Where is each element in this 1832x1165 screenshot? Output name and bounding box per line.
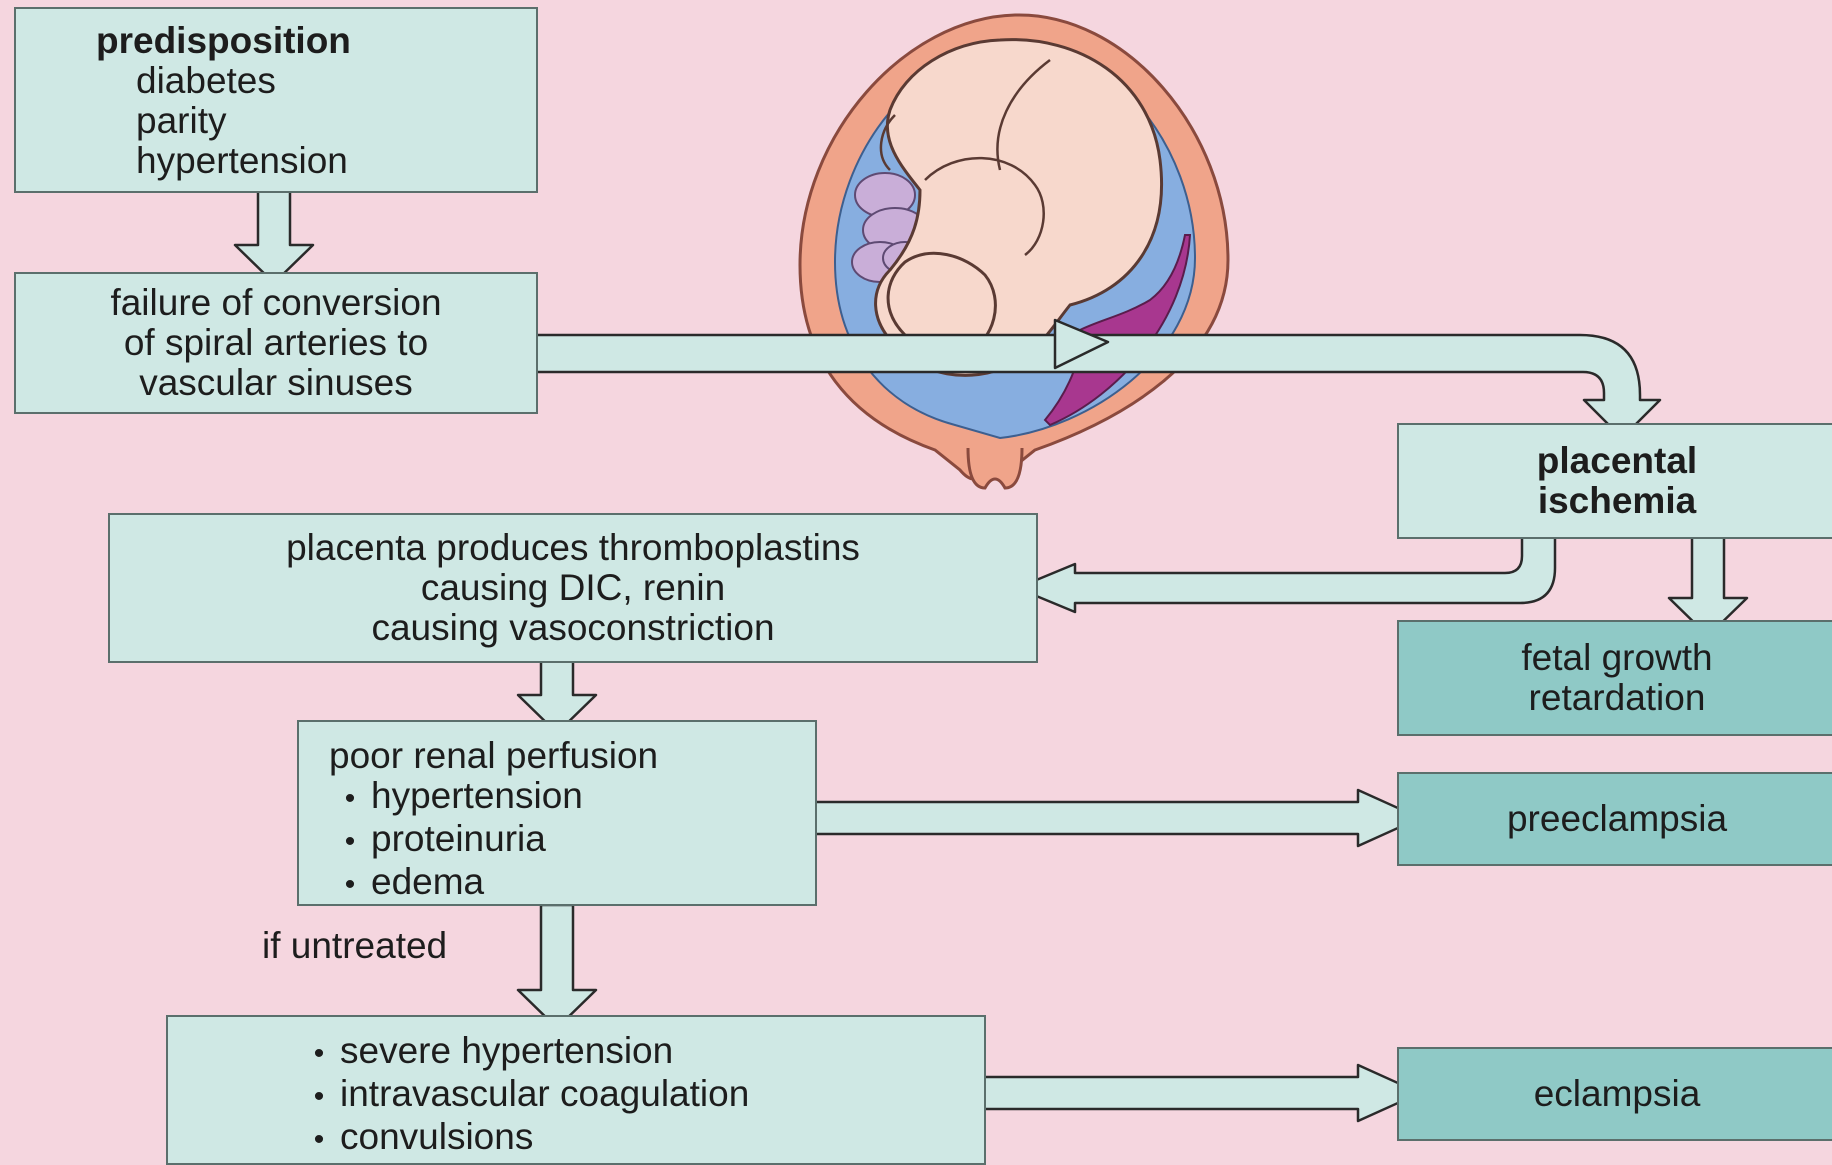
fetal-growth-line: retardation <box>1399 678 1832 718</box>
severe-box: severe hypertension intravascular coagul… <box>166 1015 986 1165</box>
poor-renal-box: poor renal perfusion hypertension protei… <box>297 720 817 906</box>
eclampsia-box: eclampsia <box>1397 1047 1832 1141</box>
arrow-poor-renal-to-preeclampsia <box>815 790 1420 846</box>
predisposition-item: diabetes <box>16 61 536 101</box>
poor-renal-item: edema <box>329 862 815 905</box>
placenta-produces-box: placenta produces thromboplastins causin… <box>108 513 1038 663</box>
arrow-poor-renal-to-severe <box>518 905 596 1028</box>
placenta-produces-line: causing DIC, renin <box>110 568 1036 608</box>
failure-line: failure of conversion <box>16 283 536 323</box>
arrow-severe-to-eclampsia <box>983 1065 1420 1121</box>
severe-item: severe hypertension <box>298 1031 984 1074</box>
fetal-growth-box: fetal growth retardation <box>1397 620 1832 736</box>
predisposition-item: hypertension <box>16 141 536 181</box>
poor-renal-title: poor renal perfusion <box>329 736 815 776</box>
poor-renal-list: hypertension proteinuria edema <box>329 776 815 905</box>
eclampsia-label: eclampsia <box>1399 1074 1832 1114</box>
severe-item: intravascular coagulation <box>298 1074 984 1117</box>
failure-line: of spiral arteries to <box>16 323 536 363</box>
arrow-predisposition-to-failure <box>235 190 313 283</box>
severe-item: convulsions <box>298 1117 984 1160</box>
fetus-in-uterus-illustration <box>800 15 1228 488</box>
predisposition-item: parity <box>16 101 536 141</box>
poor-renal-item: proteinuria <box>329 819 815 862</box>
fetal-growth-line: fetal growth <box>1399 638 1832 678</box>
cervix <box>968 448 1022 488</box>
preeclampsia-box: preeclampsia <box>1397 772 1832 866</box>
placenta-produces-line: placenta produces thromboplastins <box>110 528 1036 568</box>
placental-ischemia-line: ischemia <box>1399 481 1832 521</box>
poor-renal-item: hypertension <box>329 776 815 819</box>
severe-list: severe hypertension intravascular coagul… <box>298 1031 984 1160</box>
failure-box: failure of conversion of spiral arteries… <box>14 272 538 414</box>
placental-ischemia-box: placental ischemia <box>1397 423 1832 539</box>
arrow-ischemia-to-placenta-produces <box>1017 537 1555 612</box>
if-untreated-label: if untreated <box>262 925 447 967</box>
preeclampsia-label: preeclampsia <box>1399 799 1832 839</box>
placenta-produces-line: causing vasoconstriction <box>110 608 1036 648</box>
predisposition-title: predisposition <box>16 21 536 61</box>
placental-ischemia-line: placental <box>1399 441 1832 481</box>
predisposition-box: predisposition diabetes parity hypertens… <box>14 7 538 193</box>
failure-line: vascular sinuses <box>16 363 536 403</box>
